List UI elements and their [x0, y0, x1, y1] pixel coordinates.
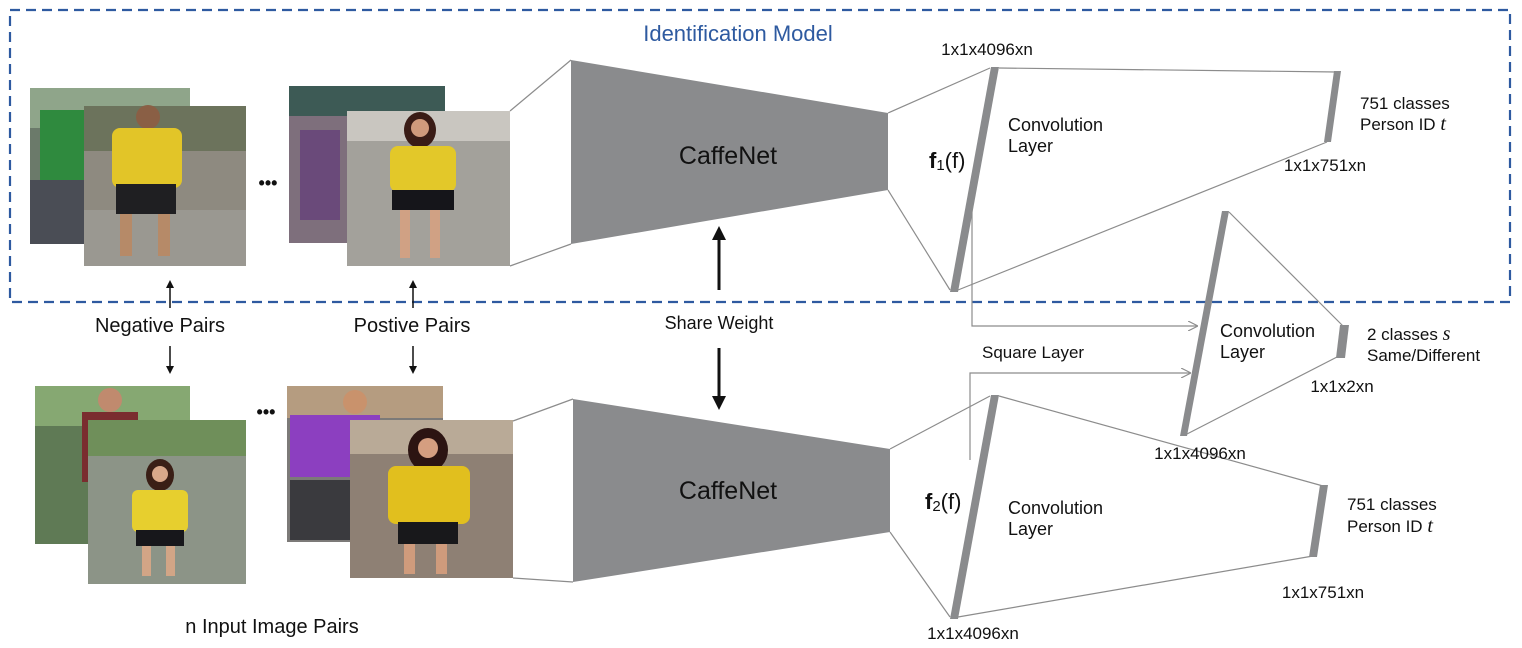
output-bar-bottom	[1309, 485, 1328, 557]
conv-top-label-line1: Convolution	[1008, 115, 1103, 135]
conv-bottom-label-line1: Convolution	[1008, 498, 1103, 518]
conv-verif-edge-lower	[1186, 356, 1338, 435]
caffenet-bottom-label: CaffeNet	[679, 477, 777, 505]
positive-pair-image-top-front	[347, 111, 510, 266]
share-weight-up-arrow	[712, 226, 726, 290]
caffenet-top	[571, 60, 888, 244]
conv-bottom-label-line2: Layer	[1008, 519, 1053, 539]
conv-bottom-edge-upper	[998, 395, 1324, 487]
output-bottom-dim: 1x1x751xn	[1282, 583, 1364, 602]
output-top-line2: Person ID t	[1360, 113, 1446, 135]
feature-bar-bottom	[950, 395, 999, 619]
caffenet-bottom	[573, 399, 890, 582]
output-verif-line2: Same/Different	[1367, 346, 1480, 365]
top-connector-upper	[509, 59, 572, 112]
square-layer-arrow-bottom	[969, 373, 1190, 460]
top-connector-lower	[509, 243, 572, 267]
negative-pair-image-bottom-front	[88, 420, 246, 584]
feature-bottom-dim: 1x1x4096xn	[927, 624, 1019, 643]
negative-pairs-label: Negative Pairs	[95, 315, 225, 337]
feature-bar-verification	[1180, 211, 1229, 436]
conv-verif-label-line1: Convolution	[1220, 321, 1315, 341]
output-verif-dim: 1x1x2xn	[1310, 377, 1373, 396]
conv-top-label-line2: Layer	[1008, 136, 1053, 156]
share-weight-down-arrow	[712, 348, 726, 410]
bottom-ellipsis: •••	[257, 402, 276, 422]
feature-verif-dim: 1x1x4096xn	[1154, 444, 1246, 463]
feature-top-name: f1(f)	[929, 148, 965, 174]
share-weight-label: Share Weight	[665, 313, 774, 333]
caffenet-top-label: CaffeNet	[679, 142, 777, 170]
identification-model-title: Identification Model	[643, 21, 833, 46]
square-layer-label: Square Layer	[982, 343, 1084, 362]
feature-top-dim: 1x1x4096xn	[941, 40, 1033, 59]
output-bottom-line2: Person ID t	[1347, 515, 1433, 537]
conv-bottom-edge-lower	[957, 555, 1314, 618]
conv-top-edge-lower	[957, 141, 1328, 291]
output-bar-top	[1324, 71, 1341, 142]
top-ellipsis: •••	[259, 173, 278, 193]
square-layer-arrow-top	[971, 205, 1197, 326]
top-feature-connector-lower	[887, 189, 951, 291]
negative-pair-image-top-front	[84, 105, 246, 266]
output-bottom-line1: 751 classes	[1347, 495, 1437, 514]
bottom-feature-connector-lower	[889, 531, 951, 618]
feature-bottom-name: f2(f)	[925, 489, 961, 515]
bottom-feature-connector-upper	[889, 395, 991, 450]
conv-top-edge-upper	[998, 67, 1338, 73]
input-caption: n Input Image Pairs	[185, 616, 358, 638]
conv-verif-edge-upper	[1228, 211, 1345, 328]
output-top-dim: 1x1x751xn	[1284, 156, 1366, 175]
feature-bar-top	[950, 67, 999, 292]
output-top-line1: 751 classes	[1360, 94, 1450, 113]
bottom-connector-upper	[512, 398, 574, 422]
top-feature-connector-upper	[887, 67, 991, 114]
conv-verif-label-line2: Layer	[1220, 342, 1265, 362]
output-verif-line1: 2 classes s	[1367, 323, 1451, 345]
output-bar-verification	[1336, 325, 1349, 358]
bottom-connector-lower	[512, 577, 574, 583]
positive-pairs-label: Postive Pairs	[354, 315, 471, 337]
positive-pair-image-bottom-front	[350, 420, 513, 578]
